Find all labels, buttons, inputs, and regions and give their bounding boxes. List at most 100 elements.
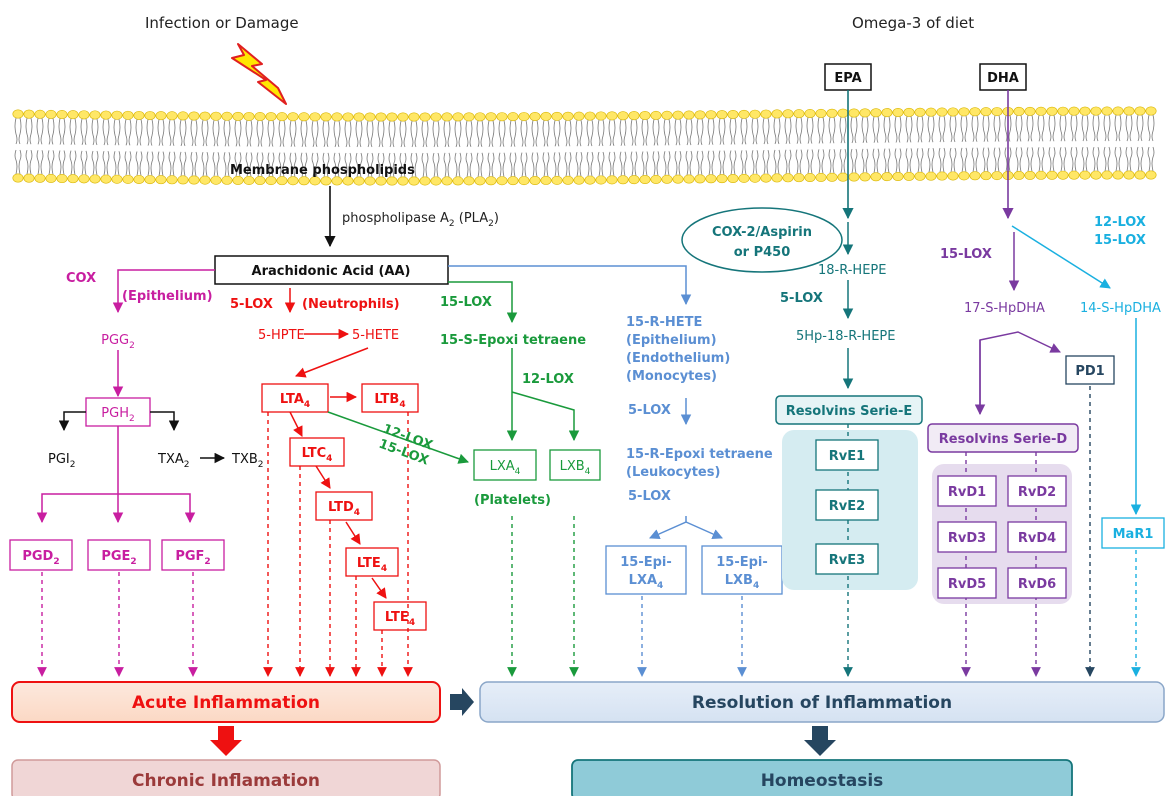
lipid-head xyxy=(540,111,552,121)
lipid-tail xyxy=(300,120,308,147)
lipid-head xyxy=(628,175,640,185)
lipid-tail xyxy=(69,150,77,175)
lipid-tail xyxy=(256,120,264,147)
lipid-tail xyxy=(630,119,638,146)
lipid-head xyxy=(474,112,486,122)
lipid-tail xyxy=(47,150,55,175)
ltd-box xyxy=(315,491,373,521)
lipid-head xyxy=(1035,170,1047,180)
infection-label: Infection or Damage xyxy=(145,14,299,32)
aa-to-cox2-line xyxy=(448,265,692,306)
lipid-head xyxy=(694,174,706,184)
lipid-tail xyxy=(993,147,1001,172)
cox-epithelium-label: (Epithelium) xyxy=(122,289,213,304)
lipid-head xyxy=(507,112,519,122)
lipid-head xyxy=(650,174,662,184)
lipid-head xyxy=(837,172,849,182)
pd1-box xyxy=(1065,355,1115,385)
lipid-head xyxy=(133,110,145,120)
lipid-tail xyxy=(1081,115,1089,142)
lipid-tail xyxy=(960,115,968,143)
lipid-head xyxy=(815,108,827,118)
lipid-tail xyxy=(608,151,616,176)
repoxi-label: 15-R-Epoxi tetraene xyxy=(626,447,773,462)
pgf-box xyxy=(161,539,225,571)
epoxi-to-lxb-arrow xyxy=(511,391,580,442)
lipid-head xyxy=(925,171,937,181)
lipid-head xyxy=(991,171,1003,181)
lipid-head xyxy=(749,109,761,119)
lipid-tail xyxy=(146,151,154,176)
lipid-tail xyxy=(531,120,539,147)
cox-label: COX xyxy=(66,271,96,286)
lipid-head xyxy=(705,174,717,184)
lipid-tail xyxy=(476,120,484,147)
lipid-tail xyxy=(982,115,990,142)
dha-label: DHA xyxy=(987,71,1019,86)
lipid-tail xyxy=(47,118,55,145)
lipid-tail xyxy=(542,152,550,177)
lipid-tail xyxy=(1103,146,1111,172)
lipid-head xyxy=(496,112,508,122)
lipid-head xyxy=(441,112,453,122)
lipid-tail xyxy=(641,119,649,146)
lipid-head xyxy=(782,109,794,119)
lipid-tail xyxy=(80,150,88,175)
lipid-head xyxy=(210,111,222,121)
lipid-tail xyxy=(113,119,121,146)
lxa-label: LXA4 xyxy=(490,459,521,477)
lipid-tail xyxy=(124,119,132,146)
lipid-tail xyxy=(597,151,605,177)
lipid-tail xyxy=(344,152,352,178)
lipid-tail xyxy=(773,117,781,145)
lipid-head xyxy=(364,176,376,186)
lipid-tail xyxy=(960,147,968,172)
lipid-head xyxy=(386,112,398,122)
rvd4-box xyxy=(1007,521,1067,553)
lipid-tail xyxy=(1147,146,1155,172)
repoxi-split-right xyxy=(685,521,723,539)
lipid-head xyxy=(199,111,211,121)
lipid-tail xyxy=(553,120,561,147)
cox2-label-line2: or P450 xyxy=(734,245,791,260)
serie-e-box xyxy=(775,395,923,425)
lipid-head xyxy=(793,173,805,183)
lipid-tail xyxy=(421,120,429,148)
lipid-tail xyxy=(311,152,319,177)
lipid-tail xyxy=(223,152,231,177)
lipid-tail xyxy=(696,118,704,146)
lipid-tail xyxy=(784,117,792,144)
rvd6-label: RvD6 xyxy=(1018,577,1056,592)
pgh-box xyxy=(85,397,151,427)
lipid-tail xyxy=(289,152,297,177)
lipid-head xyxy=(694,110,706,120)
lipid-tail xyxy=(1070,147,1078,172)
lipid-tail xyxy=(762,149,770,175)
lipid-head xyxy=(628,111,640,121)
lte-to-lte2-arrow xyxy=(371,577,387,599)
mar1-box xyxy=(1101,517,1165,549)
lipid-head xyxy=(386,176,398,186)
lipid-tail xyxy=(1059,147,1067,172)
ltd-label: LTD4 xyxy=(328,500,360,518)
lipid-tail xyxy=(817,117,825,144)
lipid-head xyxy=(870,108,882,118)
lipid-head xyxy=(342,176,354,186)
epi-lxa-label: LXA4 xyxy=(629,573,664,591)
lipid-tail xyxy=(179,119,187,147)
lipid-head xyxy=(672,174,684,184)
lox15-label: 15-LOX xyxy=(440,295,492,310)
lipid-tail xyxy=(982,147,990,172)
lipid-head xyxy=(23,173,35,183)
lipid-head xyxy=(947,107,959,117)
serie-e-label: Resolvins Serie-E xyxy=(786,404,913,419)
lipid-head xyxy=(617,175,629,185)
rve3-label: RvE3 xyxy=(829,553,865,568)
lipid-head xyxy=(848,108,860,118)
lipid-tail xyxy=(1136,146,1144,172)
lipid-head xyxy=(595,175,607,185)
homeostasis-label: Homeostasis xyxy=(761,771,884,791)
lipid-head xyxy=(441,176,453,186)
lipid-tail xyxy=(729,150,737,175)
lipid-head xyxy=(507,176,519,186)
